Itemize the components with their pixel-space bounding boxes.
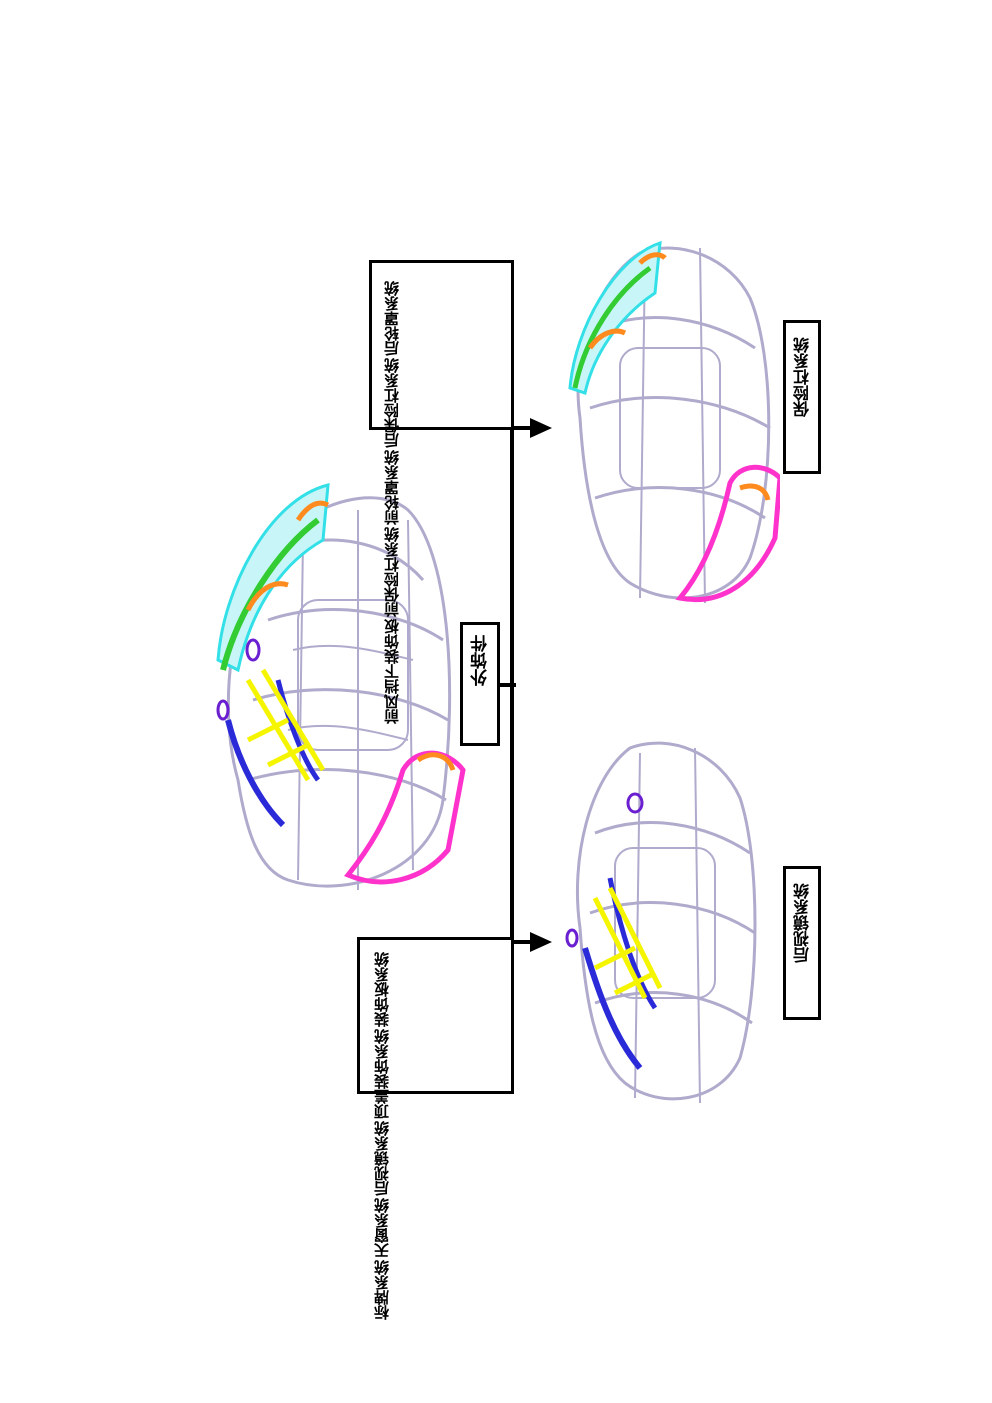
list-item: 后保险杠系统 bbox=[383, 358, 401, 448]
branch-items-list-bumper: 前风挡下装饰板 前保险杠系统 前轮罩系统 后保险杠系统 后轮罩系统 bbox=[382, 281, 402, 724]
yellow-rack-part bbox=[245, 668, 326, 782]
list-item: 天窗系统 bbox=[373, 1198, 391, 1258]
green-trim-part bbox=[572, 265, 652, 389]
branch-title-box-mirror: 后视镜系统 bbox=[783, 866, 821, 1020]
list-item: 后轮罩系统 bbox=[383, 281, 401, 356]
list-item: 装饰板系统 bbox=[373, 952, 391, 1027]
car-illustration-mirror bbox=[565, 741, 757, 1104]
purple-mirror-part bbox=[245, 638, 261, 662]
list-item: 后视镜系统 bbox=[373, 1121, 391, 1196]
blue-side-part bbox=[225, 719, 286, 828]
branch-title-mirror: 后视镜系统 bbox=[793, 883, 812, 963]
front-bumper-part bbox=[675, 464, 780, 602]
blue-side-part-2 bbox=[275, 679, 321, 782]
root-label-box: 外饰件 bbox=[460, 622, 500, 746]
purple-mirror-part-2 bbox=[216, 699, 230, 721]
orange-parts-rear bbox=[416, 752, 456, 771]
arrow-bottom bbox=[530, 932, 552, 952]
purple-mirror-part-2 bbox=[565, 928, 579, 948]
yellow-rack-part bbox=[592, 886, 663, 1000]
orange-parts bbox=[587, 252, 771, 501]
list-item: 标牌系统 bbox=[373, 1260, 391, 1320]
root-label: 外饰件 bbox=[471, 635, 491, 686]
blue-side-part bbox=[582, 947, 643, 1070]
branch-items-box-bumper: 前风挡下装饰板 前保险杠系统 前轮罩系统 后保险杠系统 后轮罩系统 bbox=[369, 260, 514, 724]
arrow-top bbox=[530, 418, 552, 438]
branch-items-box-mirror: 标牌系统 天窗系统 后视镜系统 顶盖装饰系统 装饰板系统 bbox=[357, 937, 514, 1320]
list-item: 顶盖装饰系统 bbox=[373, 1029, 391, 1119]
car-illustration-main bbox=[216, 483, 466, 890]
car-illustration-bumper bbox=[568, 240, 780, 604]
list-item: 前保险杠系统 bbox=[383, 527, 401, 617]
list-item: 前轮罩系统 bbox=[383, 450, 401, 525]
branch-title-bumper: 保险杠系统 bbox=[793, 337, 812, 417]
purple-mirror-part bbox=[626, 792, 644, 814]
branch-items-list-mirror: 标牌系统 天窗系统 后视镜系统 顶盖装饰系统 装饰板系统 bbox=[372, 952, 392, 1320]
branch-title-box-bumper: 保险杠系统 bbox=[783, 320, 821, 474]
list-item: 前风挡下装饰板 bbox=[383, 619, 401, 724]
green-trim-part bbox=[220, 517, 320, 671]
orange-parts-front bbox=[245, 500, 330, 612]
